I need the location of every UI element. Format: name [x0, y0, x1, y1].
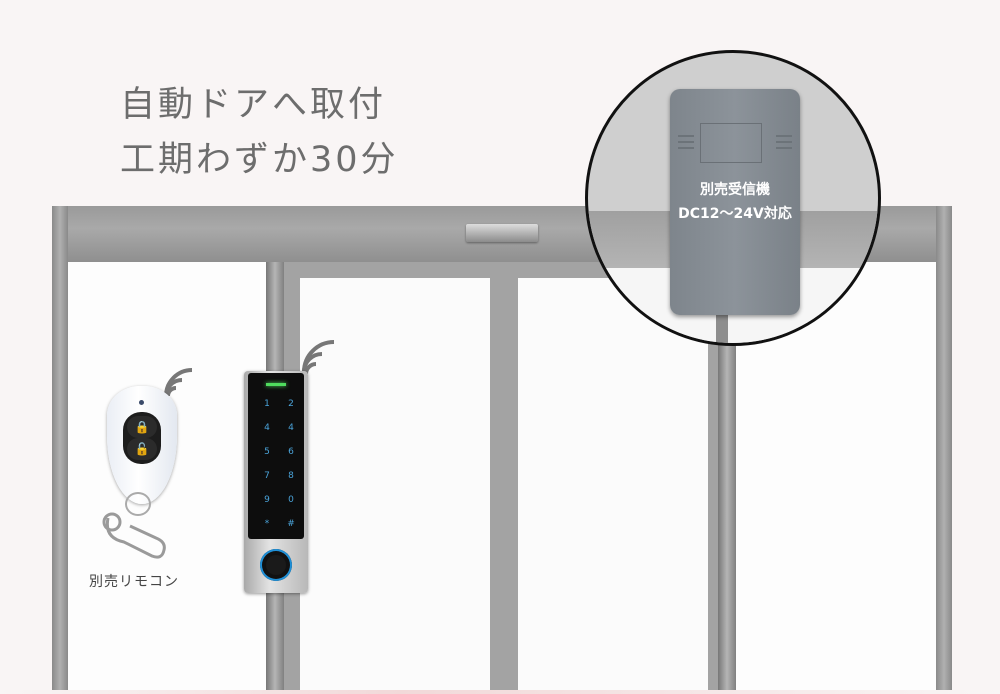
remote-control: 🔒 🔓 — [107, 386, 177, 504]
keyring — [125, 492, 151, 516]
door-header-handle — [466, 224, 538, 242]
headline: 自動ドアへ取付 工期わずか30分 — [120, 78, 399, 188]
keypad-key[interactable]: 2 — [288, 399, 294, 409]
receiver-unit: 別売受信機 DC12～24V対応 — [670, 89, 800, 315]
keypad-key[interactable]: 0 — [288, 495, 294, 505]
keypad-key[interactable]: 1 — [264, 399, 270, 409]
keypad-key[interactable]: 8 — [288, 471, 294, 481]
keypad-key[interactable]: 9 — [264, 495, 270, 505]
bottom-accent-strip — [0, 690, 1000, 694]
receiver-lid — [700, 123, 762, 163]
keypad-key[interactable]: 5 — [264, 447, 270, 457]
unlock-icon: 🔓 — [127, 438, 157, 460]
keypad-status-led — [266, 383, 286, 386]
headline-line-1: 自動ドアへ取付 — [120, 85, 387, 125]
fingerprint-sensor — [260, 549, 292, 581]
receiver-vent — [776, 135, 792, 137]
door-right-frame — [936, 206, 952, 694]
remote-caption: 別売リモコン — [89, 574, 179, 590]
receiver-label-line-1: 別売受信機 — [700, 182, 770, 198]
receiver-vent — [678, 141, 694, 143]
receiver-callout: 別売受信機 DC12～24V対応 — [585, 50, 881, 346]
door-left-frame — [52, 206, 68, 694]
carabiner-clip — [102, 512, 166, 559]
keypad-key[interactable]: 7 — [264, 471, 270, 481]
receiver-label-line-2: DC12～24V対応 — [678, 206, 792, 222]
keypad-key[interactable]: * — [264, 519, 270, 529]
keypad-device: 1 2 4 4 5 6 7 8 9 0 * # — [244, 371, 308, 593]
keypad-panel: 1 2 4 4 5 6 7 8 9 0 * # — [248, 373, 304, 539]
keypad-key[interactable]: 4 — [288, 423, 294, 433]
receiver-vent — [678, 147, 694, 149]
keypad-key[interactable]: 6 — [288, 447, 294, 457]
keypad-key[interactable]: 4 — [264, 423, 270, 433]
remote-led — [139, 400, 144, 405]
receiver-vent — [678, 135, 694, 137]
sliding-door-left — [284, 262, 506, 694]
lock-icon: 🔒 — [127, 416, 157, 438]
door-post-right — [718, 262, 736, 694]
receiver-vent — [776, 147, 792, 149]
headline-line-2: 工期わずか30分 — [120, 140, 399, 180]
receiver-vent — [776, 141, 792, 143]
remote-button-pad: 🔒 🔓 — [123, 412, 161, 464]
keypad-key[interactable]: # — [287, 519, 295, 529]
